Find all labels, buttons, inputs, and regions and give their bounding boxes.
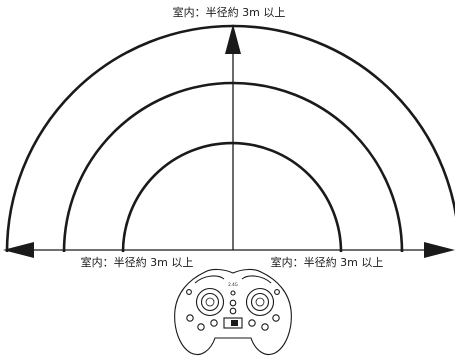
- controller-frequency-label: 2.4G: [228, 282, 237, 287]
- power-switch-slider: [231, 320, 238, 326]
- top-range-label: 室内：半径約 3m 以上: [173, 5, 286, 19]
- left-range-label: 室内：半径約 3m 以上: [81, 255, 194, 269]
- up-arrowhead: [225, 24, 241, 54]
- right-range-label: 室内：半径約 3m 以上: [271, 255, 384, 269]
- right-arrowhead: [424, 242, 455, 258]
- inner-range-arc: [123, 143, 341, 252]
- outer-range-arc: [7, 26, 455, 252]
